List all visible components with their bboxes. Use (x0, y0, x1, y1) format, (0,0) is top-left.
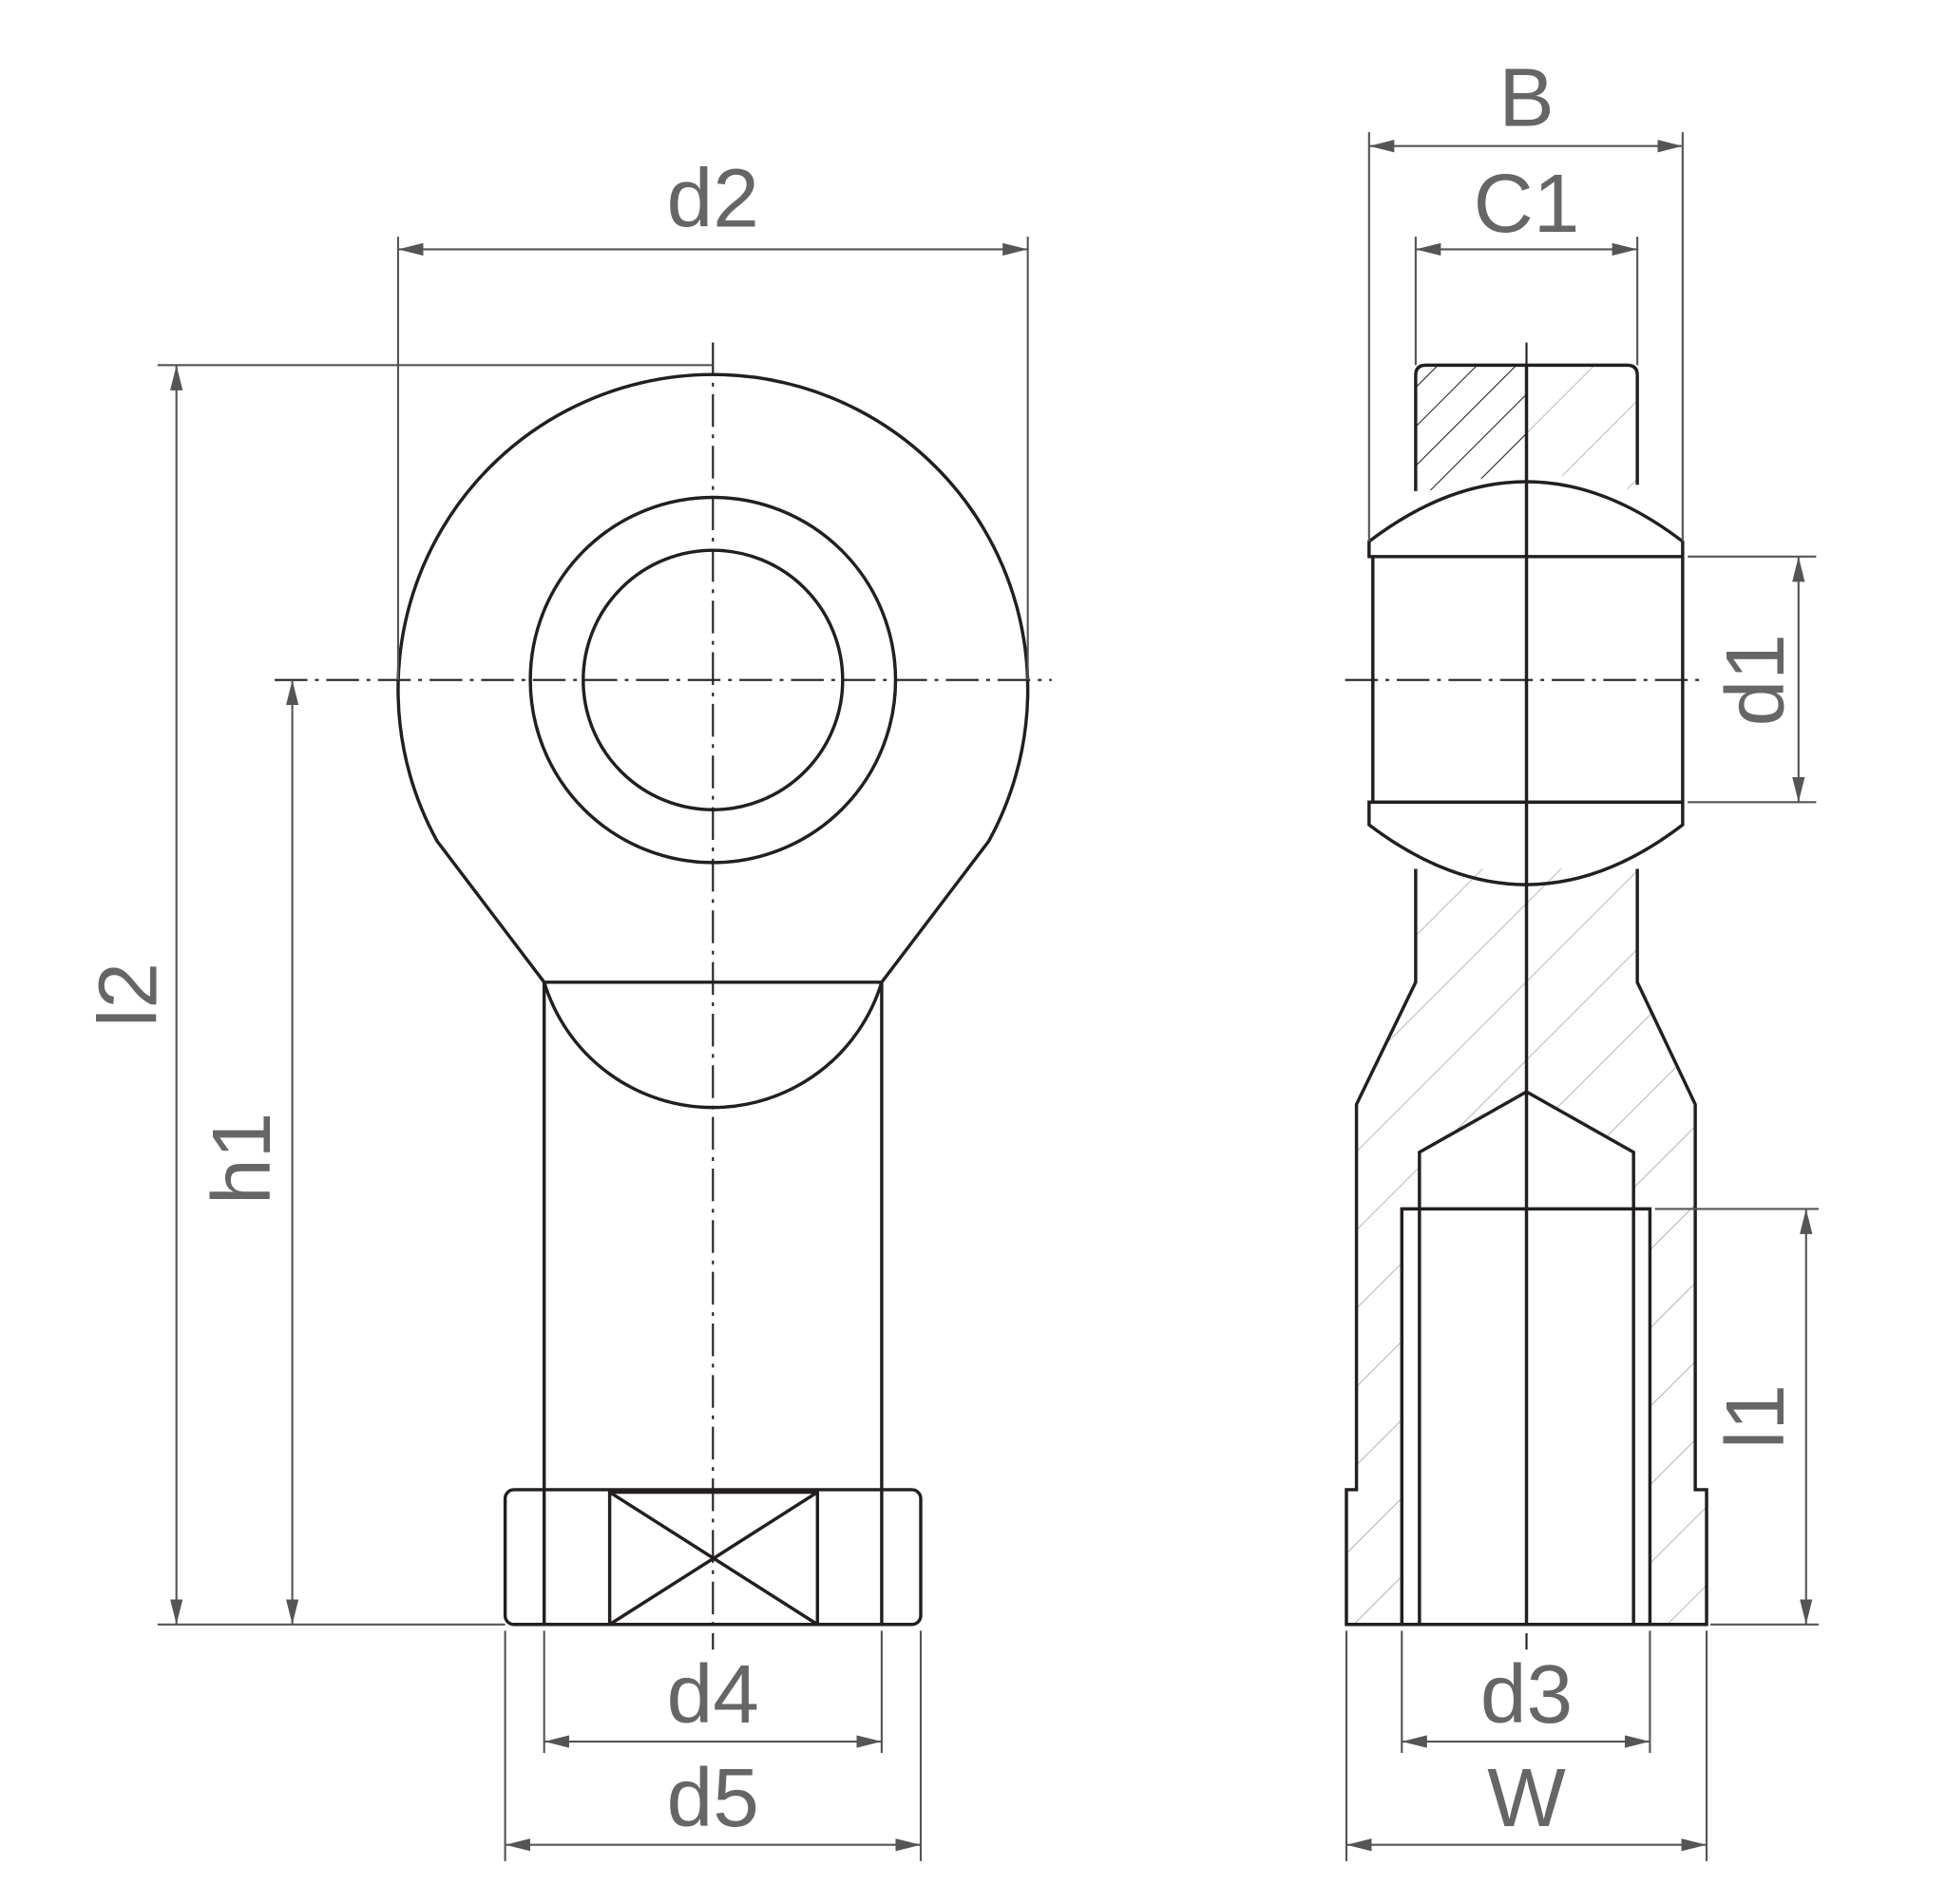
label-C1: C1 (1474, 157, 1580, 250)
front-view: d2 l2 h1 d4 d5 (81, 152, 1052, 1861)
ball-section-top (1367, 480, 1685, 559)
label-d4: d4 (667, 1647, 759, 1741)
label-l1: l1 (1708, 1384, 1802, 1449)
label-W: W (1487, 1751, 1566, 1844)
label-d1: d1 (1708, 634, 1802, 726)
housing-section (1345, 868, 1708, 1625)
label-h1: h1 (195, 1113, 288, 1205)
eye-outline (396, 372, 1030, 984)
label-d2: d2 (667, 152, 759, 245)
label-B: B (1498, 51, 1554, 144)
label-d5: d5 (667, 1751, 759, 1844)
label-d3: d3 (1480, 1647, 1573, 1741)
label-l2: l2 (81, 962, 174, 1027)
ball-section-bottom (1367, 800, 1685, 886)
section-view: B C1 d1 l1 d3 W (1345, 51, 1820, 1861)
